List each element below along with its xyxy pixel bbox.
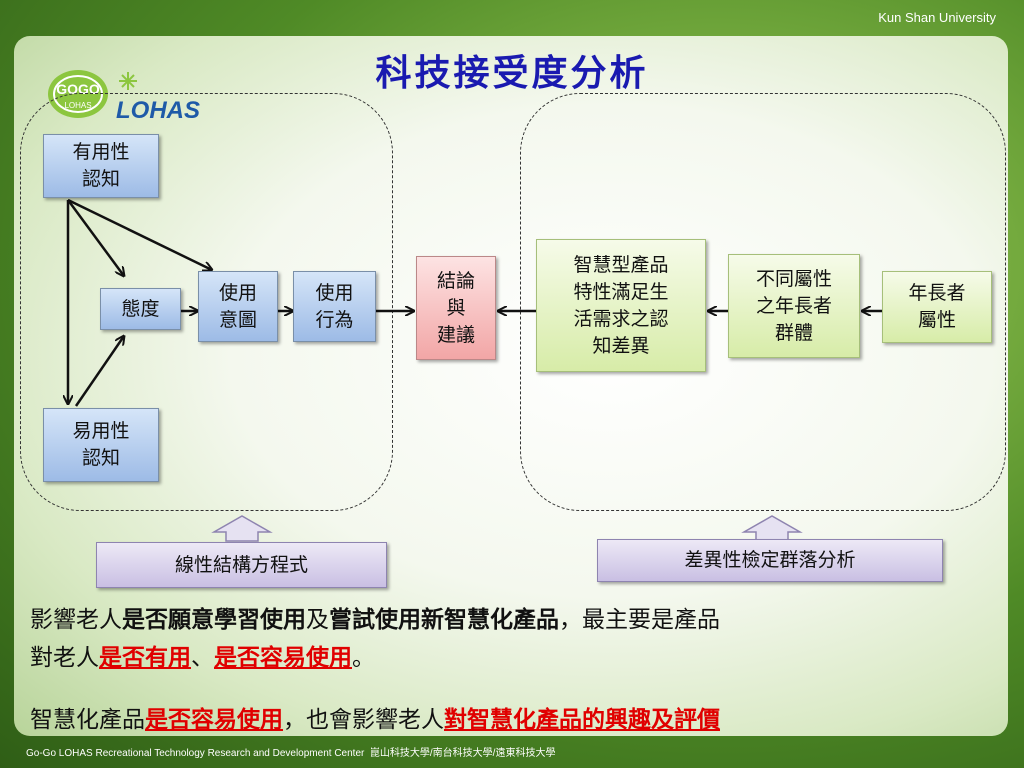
up-arrow-icon — [741, 515, 803, 542]
emphasis-useful: 是否有用 — [99, 644, 191, 671]
left-model-region — [20, 93, 393, 511]
paragraph-1-line-2: 對老人是否有用、是否容易使用。 — [30, 644, 375, 671]
svg-text:LOHAS: LOHAS — [116, 97, 200, 124]
paragraph-2: 智慧化產品是否容易使用，也會影響老人對智慧化產品的興趣及評價 — [30, 706, 720, 733]
groups-node: 不同屬性 之年長者 群體 — [728, 254, 860, 358]
conclusion-node: 結論 與 建議 — [416, 256, 496, 360]
university-name: Kun Shan University — [878, 10, 996, 25]
sem-method-label: 線性結構方程式 — [96, 542, 387, 588]
right-model-region — [520, 93, 1006, 511]
emphasis-easy-to-use: 是否容易使用 — [214, 644, 352, 671]
slide-panel — [14, 36, 1008, 736]
difference-node: 智慧型產品 特性滿足生 活需求之認 知差異 — [536, 239, 706, 372]
up-arrow-icon — [211, 515, 273, 542]
footer-center-name: Go-Go LOHAS Recreational Technology Rese… — [26, 748, 365, 759]
attributes-node: 年長者 屬性 — [882, 271, 992, 343]
behavior-node: 使用 行為 — [293, 271, 376, 342]
cluster-method-label: 差異性檢定群落分析 — [597, 539, 943, 582]
ease-of-use-node: 易用性 認知 — [43, 408, 159, 482]
emphasis-interest: 對智慧化產品的興趣及評價 — [444, 706, 720, 733]
intention-node: 使用 意圖 — [198, 271, 278, 342]
page-title: 科技接受度分析 — [375, 52, 649, 94]
attitude-node: 態度 — [100, 288, 181, 330]
footer-schools: 崑山科技大學/南台科技大學/遠東科技大學 — [369, 748, 556, 759]
usefulness-node: 有用性 認知 — [43, 134, 159, 198]
paragraph-1-line-1: 影響老人是否願意學習使用及嘗試使用新智慧化產品，最主要是產品 — [30, 606, 720, 633]
footer: Go-Go LOHAS Recreational Technology Rese… — [26, 744, 555, 759]
emphasis-easy-to-use-2: 是否容易使用 — [145, 706, 283, 733]
